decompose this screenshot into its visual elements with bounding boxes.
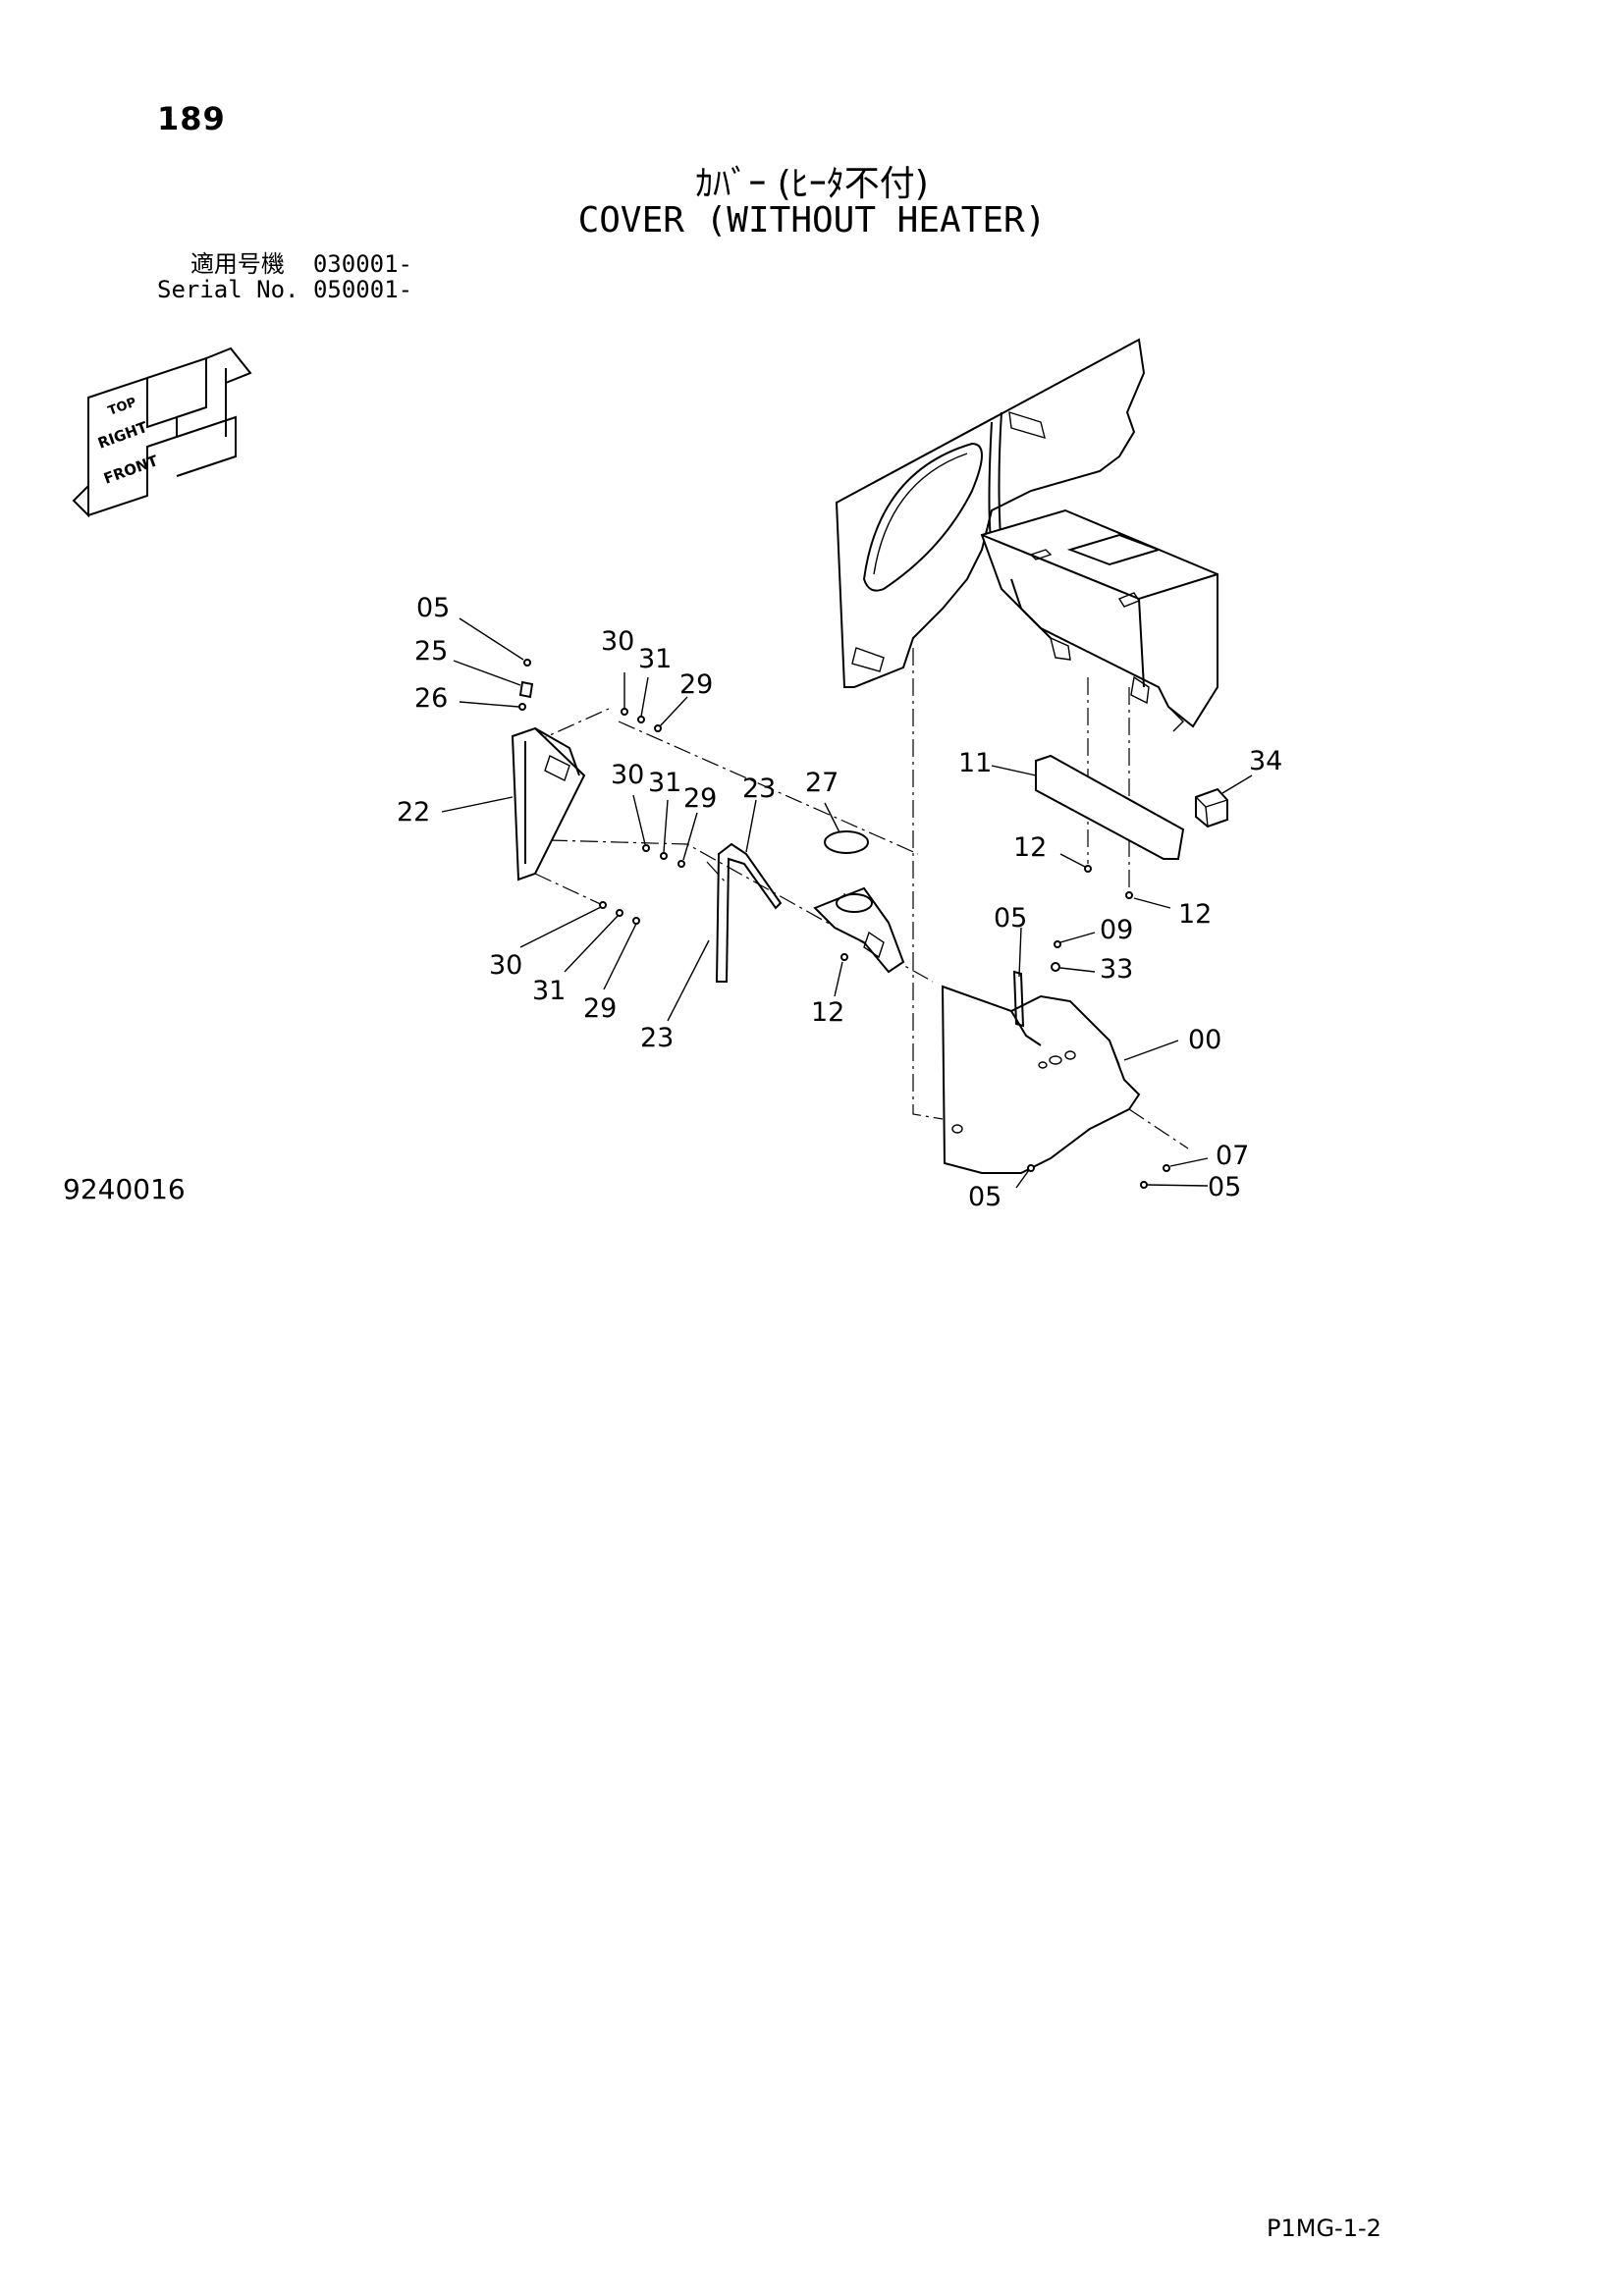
callout-07: 07 [1216, 1141, 1249, 1171]
serial-line-en: Serial No. 050001- [157, 277, 412, 302]
page-number: 189 [157, 100, 226, 137]
callout-25: 25 [414, 636, 448, 667]
console-box [980, 508, 1218, 732]
serial-applicability: 適用号機 030001- Serial No. 050001- [157, 251, 412, 302]
part-00-console-cover [941, 985, 1141, 1174]
figure-id: 9240016 [63, 1173, 186, 1205]
callout-09: 09 [1100, 915, 1133, 945]
callout-31: 31 [648, 768, 681, 798]
part-27-cap [824, 830, 869, 854]
orientation-label-front: FRONT [101, 452, 161, 488]
serial-value: 030001- [312, 250, 412, 278]
orientation-arrows-icon: TOP RIGHT FRONT [72, 347, 252, 518]
serial-label: Serial No. [157, 276, 299, 303]
part-23-weatherstrip [715, 842, 783, 983]
callout-29: 29 [683, 783, 717, 814]
callout-numbers: 05 25 26 30 31 29 22 30 31 29 23 27 30 3… [397, 593, 1282, 1212]
orientation-label-top: TOP [106, 396, 138, 419]
serial-value: 050001- [312, 276, 413, 303]
callout-00: 00 [1188, 1025, 1221, 1055]
serial-line-jp: 適用号機 030001- [157, 251, 412, 277]
callout-05: 05 [416, 593, 450, 623]
callout-30: 30 [611, 760, 644, 790]
page-title-japanese: ｶﾊﾞｰ (ﾋｰﾀ不付) [695, 164, 929, 204]
callout-23: 23 [742, 774, 776, 804]
callout-05: 05 [968, 1182, 1001, 1212]
callout-12: 12 [1013, 832, 1047, 863]
page-title-english: COVER (WITHOUT HEATER) [577, 200, 1047, 240]
callout-33: 33 [1100, 954, 1133, 985]
part-11-pad [1035, 754, 1185, 860]
part-34-block [1195, 787, 1228, 828]
callout-23: 23 [640, 1023, 674, 1053]
callout-30: 30 [489, 950, 522, 981]
callout-05: 05 [1208, 1172, 1241, 1202]
callout-27: 27 [805, 768, 839, 798]
part-22-side-cover [511, 726, 586, 881]
callout-31: 31 [638, 644, 672, 674]
part-vent-bracket [813, 886, 905, 974]
callout-11: 11 [958, 748, 992, 778]
callout-05: 05 [994, 903, 1027, 934]
callout-22: 22 [397, 797, 430, 828]
callout-leaders [441, 617, 1253, 1189]
serial-label: 適用号機 [189, 250, 285, 278]
orientation-label-right: RIGHT [95, 418, 150, 453]
callout-29: 29 [583, 993, 617, 1024]
callout-12: 12 [1178, 899, 1212, 930]
callout-26: 26 [414, 683, 448, 714]
callout-29: 29 [679, 669, 713, 700]
callout-12: 12 [811, 997, 844, 1028]
callout-31: 31 [532, 976, 566, 1006]
page-code: P1MG-1-2 [1267, 2215, 1381, 2242]
callout-30: 30 [601, 626, 634, 657]
callout-34: 34 [1249, 746, 1282, 776]
